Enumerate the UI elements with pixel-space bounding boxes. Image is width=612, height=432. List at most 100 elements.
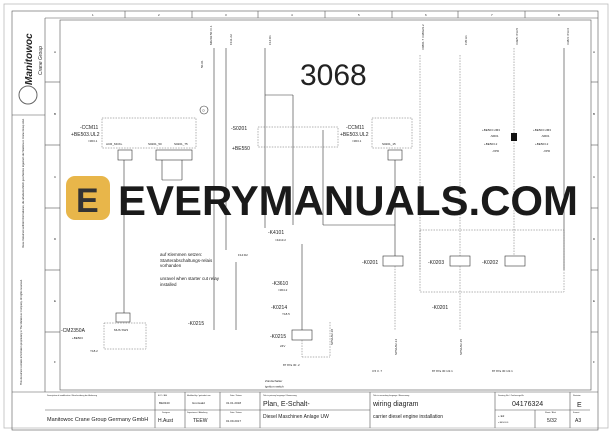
ref-label: F111.A2 <box>229 34 233 45</box>
component-label: -K0214 <box>271 305 287 311</box>
circle-marker <box>199 105 209 115</box>
field-label: Sheet / Blatt <box>545 411 556 414</box>
logo-brand: Manitowoc <box>24 33 35 85</box>
location-label: +BE503.2 <box>535 142 549 146</box>
column-header: 1 2 3 4 5 6 7 8 <box>45 11 598 19</box>
field-label: Department / Abteilung <box>187 411 207 414</box>
component-label: -SR01 <box>490 134 499 138</box>
ref-label: X39/5 =f13.5 <box>515 28 519 45</box>
field-label: Title in secondary language / Benennung <box>373 394 409 397</box>
pin-label: ACR_MCKL <box>106 142 123 146</box>
row-label: C <box>54 175 57 179</box>
contact-table: 87 87a 30 .2 <box>283 363 300 367</box>
modification-date: 31.01.2018 <box>226 401 241 405</box>
drawing-number: 04176324 <box>512 401 543 408</box>
column-label: 8 <box>558 13 560 17</box>
column-label: 3 <box>225 13 227 17</box>
ignition-label-en: ignition switch <box>265 385 284 389</box>
column-label: 1 <box>92 13 94 17</box>
row-label: F <box>593 360 595 364</box>
watermark-text: EVERYMANUALS.COM <box>118 177 578 224</box>
row-label: A <box>593 50 595 54</box>
right-connectors: +BE503.UM3 -SR01 +BE503.2 -XPD +BE503.UM… <box>482 128 551 153</box>
ref-label: F14:D2 <box>238 253 248 257</box>
row-label: D <box>54 237 57 241</box>
location-label: +BE503 <box>72 336 83 340</box>
row-label: D <box>593 237 596 241</box>
pin-label: S0201_75 <box>174 142 188 146</box>
field-label: Title in primary language / Benennung <box>263 394 297 397</box>
field-label: Drawing No. / Zeichnungs-Nr. <box>498 395 525 397</box>
circle-marker-label: D <box>203 109 206 113</box>
xpd-label: -XPD <box>492 149 500 153</box>
row-label: F <box>54 360 56 364</box>
component-label: -S0201 <box>231 126 247 132</box>
creation-date: 01.09.2017 <box>226 419 241 423</box>
component-label: -K0201 <box>432 305 448 311</box>
ref-label: SPS1/02.15 <box>459 339 463 355</box>
watermark: E EVERYMANUALS.COM <box>66 176 578 224</box>
company-logo: Manitowoc Crane Group <box>18 33 44 105</box>
column-label: 2 <box>158 13 160 17</box>
component-label: -K0215 <box>270 334 286 340</box>
component-label: -K0202 <box>482 260 498 266</box>
title-block: Description of modification / Beschreibu… <box>12 391 598 428</box>
logo-sub: Crane Group <box>38 46 44 75</box>
copyright-note-en: This document contains information propr… <box>20 279 23 385</box>
location-label: +BE503.UL2 <box>71 132 100 138</box>
voltage-label: 24V <box>280 344 285 348</box>
ref-label: X0801.7 X3802/2.2 <box>421 24 425 50</box>
column-label: 5 <box>358 13 360 17</box>
ref-label: =4413.2 <box>275 238 286 242</box>
cm2350a-module: -CM2350A +BE503 Y18.2 MUS SW3 <box>61 312 147 353</box>
location-label: +BE503.UM3 <box>482 128 500 132</box>
row-label: B <box>593 112 595 116</box>
component-label: -K4101 <box>268 230 284 236</box>
component-label: -K0201 <box>362 260 378 266</box>
xpd-label: -XPD <box>543 149 551 153</box>
field-label: Revision <box>573 395 581 397</box>
component-label: -K0215 <box>188 321 204 327</box>
field-label: Designer <box>162 412 170 414</box>
relay-chain: -K4101 =4413.2 F14:D2 -K3610 =364.2 -K02… <box>235 230 334 358</box>
row-label: B <box>54 112 56 116</box>
paper-format: A3 <box>575 418 581 424</box>
box-label: MUS SW3 <box>114 328 128 332</box>
ccm11-right: -CCM11 +BE503.UL2 =363.1 S0201_15 <box>323 117 413 256</box>
field-label: Date / Datum <box>230 411 242 414</box>
ref-label: F14:D1 <box>268 35 272 45</box>
pin-label: S0201_50 <box>148 142 162 146</box>
ref-label: SPS1/02.14 <box>394 339 398 355</box>
s0201-switch: -S0201 +BE550 <box>231 126 339 152</box>
ignition-label-de: Zündschalter <box>265 379 282 383</box>
ref-label: =363.1 <box>88 139 98 143</box>
ccm11-left: -CCM11 +BE503.UL2 =363.1 ACR_MCKL S0201_… <box>71 117 197 313</box>
eco-number: BE0340 <box>159 401 170 405</box>
field-label: Description of modification / Beschreibu… <box>47 394 97 397</box>
location-code-2: = BE503.01 <box>498 422 509 424</box>
row-label: E <box>54 299 56 303</box>
title-primary: Plan, E-Schalt- <box>263 401 310 408</box>
outer-frame <box>11 10 599 431</box>
location-label: +BE550 <box>232 146 250 152</box>
column-label: 7 <box>491 13 493 17</box>
designer: H.Aust <box>158 418 174 424</box>
pin-label: S0201_15 <box>382 142 396 146</box>
note-de: auf Klemmen setzen: Starterabschaltungs-… <box>160 252 213 268</box>
watermark-faint-number: 3068 <box>300 59 367 92</box>
location-code: + E2 <box>498 414 505 418</box>
ref-label: Y18.5 <box>282 312 290 316</box>
contact-table: 87 87a 30 1/2.1 <box>492 369 513 373</box>
field-label: Modified by / geändert von <box>187 394 211 397</box>
ref-label: X38/4 =f13.6 <box>566 28 570 45</box>
location-label: +BE503.UL2 <box>340 132 369 138</box>
company-name: Manitowoc Crane Group Germany GmbH <box>47 417 148 423</box>
ref-label: SPS1/02.18 <box>330 329 334 345</box>
row-label: C <box>593 175 596 179</box>
row-label: A <box>54 50 56 54</box>
modified-by: Gronwald <box>192 401 205 405</box>
row-label: E <box>593 299 595 303</box>
title-secondary-sub: carrier diesel engine installation <box>373 414 443 420</box>
location-label: +BE503.2 <box>484 142 498 146</box>
